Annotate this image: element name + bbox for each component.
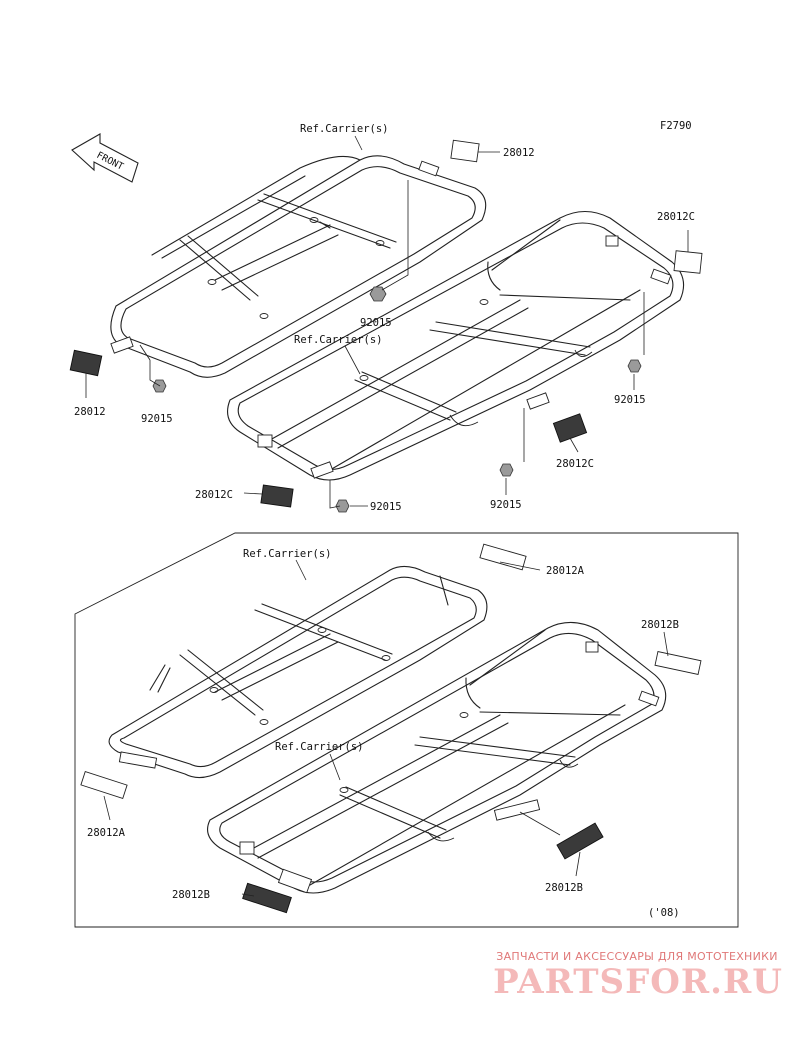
label-92015-1: 92015 [360, 317, 392, 329]
label-92015-5: 92015 [490, 499, 522, 511]
rear-carrier-top [227, 210, 685, 481]
label-28012C-2: 28012C [556, 458, 594, 470]
variant-08-frame [74, 532, 739, 928]
label-year-note: ('08) [648, 907, 680, 919]
label-28012B-3: 28012B [172, 889, 210, 901]
label-ref-carrier-4: Ref.Carrier(s) [275, 741, 364, 753]
reflector-28012C-rear-mid [552, 413, 588, 443]
reflector-28012B-rear-left-a [277, 868, 313, 894]
rear-carrier-bottom [207, 621, 667, 894]
watermark-brand: PARTSFOR.RU [493, 962, 783, 1002]
figure-id: F2790 [660, 120, 692, 132]
label-28012-1: 28012 [503, 147, 535, 159]
reflector-28012B-rear-right [654, 651, 702, 675]
reflector-28012B-rear-mid [556, 822, 604, 860]
reflector-28012A-front-left [80, 770, 128, 800]
reflector-28012C-rear-right [673, 250, 703, 274]
reflector-28012-front-left [69, 349, 103, 377]
label-ref-carrier-2: Ref.Carrier(s) [294, 334, 383, 346]
watermark-tagline: ЗАПЧАСТИ И АКСЕССУАРЫ ДЛЯ МОТОТЕХНИКИ [496, 950, 778, 963]
label-28012C-3: 28012C [195, 489, 233, 501]
label-92015-3: 92015 [141, 413, 173, 425]
label-28012A-1: 28012A [546, 565, 585, 577]
label-28012B-2: 28012B [545, 882, 583, 894]
reflector-28012A-front-right [479, 543, 527, 571]
reflector-28012C-rear-left [260, 484, 294, 508]
label-ref-carrier-1: Ref.Carrier(s) [300, 123, 389, 135]
front-arrow-icon: FRONT [71, 133, 139, 183]
label-92015-2: 92015 [614, 394, 646, 406]
nut-92015-rear-left [335, 499, 350, 513]
nut-92015-front-center [369, 286, 387, 302]
front-carrier-bottom [108, 565, 488, 779]
label-28012B-1: 28012B [641, 619, 679, 631]
label-ref-carrier-3: Ref.Carrier(s) [243, 548, 332, 560]
reflector-28012B-rear-left-b [242, 882, 292, 914]
label-28012C-1: 28012C [657, 211, 695, 223]
nut-92015-rear-right [627, 359, 642, 373]
reflector-28012-front-right [450, 139, 480, 163]
label-92015-4: 92015 [370, 501, 402, 513]
front-carrier-top [110, 155, 487, 378]
label-28012A-2: 28012A [87, 827, 126, 839]
label-28012-2: 28012 [74, 406, 106, 418]
nut-92015-rear-mid [499, 463, 514, 477]
